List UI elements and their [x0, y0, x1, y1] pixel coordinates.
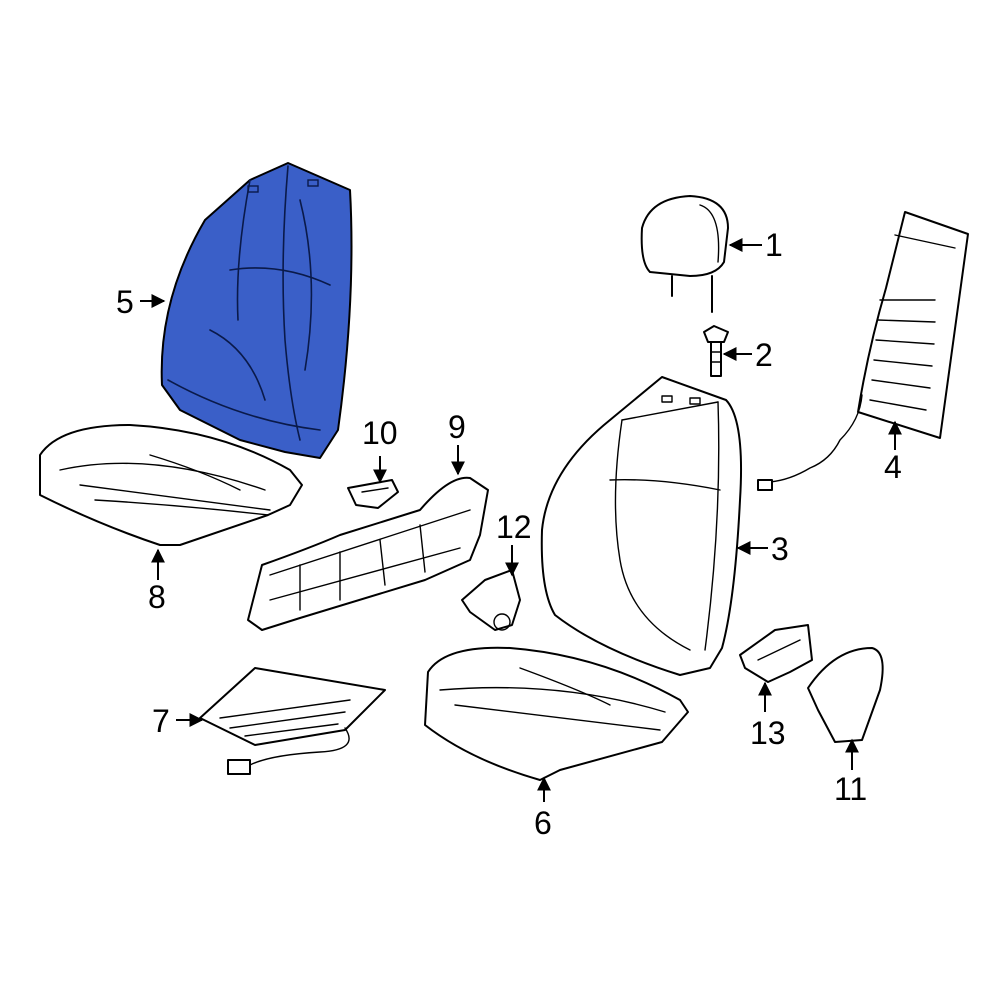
part-4-back-heater[interactable]	[757, 211, 969, 491]
callout-labels: 1 2 3 4 5 6 7 8 9 10 11 12 13	[116, 227, 902, 841]
part-3-seat-back[interactable]	[540, 376, 743, 676]
leader-lines	[140, 238, 902, 802]
callout-10: 10	[362, 415, 398, 451]
callout-12: 12	[496, 509, 532, 545]
part-10-bracket[interactable]	[347, 479, 399, 509]
part-1-headrest[interactable]	[640, 195, 729, 313]
part-12-bracket[interactable]	[461, 569, 521, 631]
part-7-cushion-heater[interactable]	[199, 667, 386, 775]
part-2-headrest-guide[interactable]	[703, 325, 729, 377]
part-8-seat-cushion-cover[interactable]	[39, 424, 303, 546]
part-6-seat-cushion[interactable]	[424, 646, 689, 781]
callout-5: 5	[116, 284, 134, 320]
callout-9: 9	[448, 409, 466, 445]
callout-4: 4	[884, 449, 902, 485]
part-5-seat-back-cover[interactable]	[160, 162, 353, 459]
part-13-bracket[interactable]	[739, 624, 813, 683]
callout-2: 2	[755, 337, 773, 373]
callout-13: 13	[750, 715, 786, 751]
callout-6: 6	[534, 805, 552, 841]
callout-3: 3	[771, 531, 789, 567]
part-9-side-cover[interactable]	[247, 476, 489, 631]
callout-8: 8	[148, 579, 166, 615]
callout-11: 11	[834, 771, 867, 807]
part-11-trim-cover[interactable]	[807, 647, 884, 743]
callout-1: 1	[765, 227, 783, 263]
callout-7: 7	[152, 703, 170, 739]
